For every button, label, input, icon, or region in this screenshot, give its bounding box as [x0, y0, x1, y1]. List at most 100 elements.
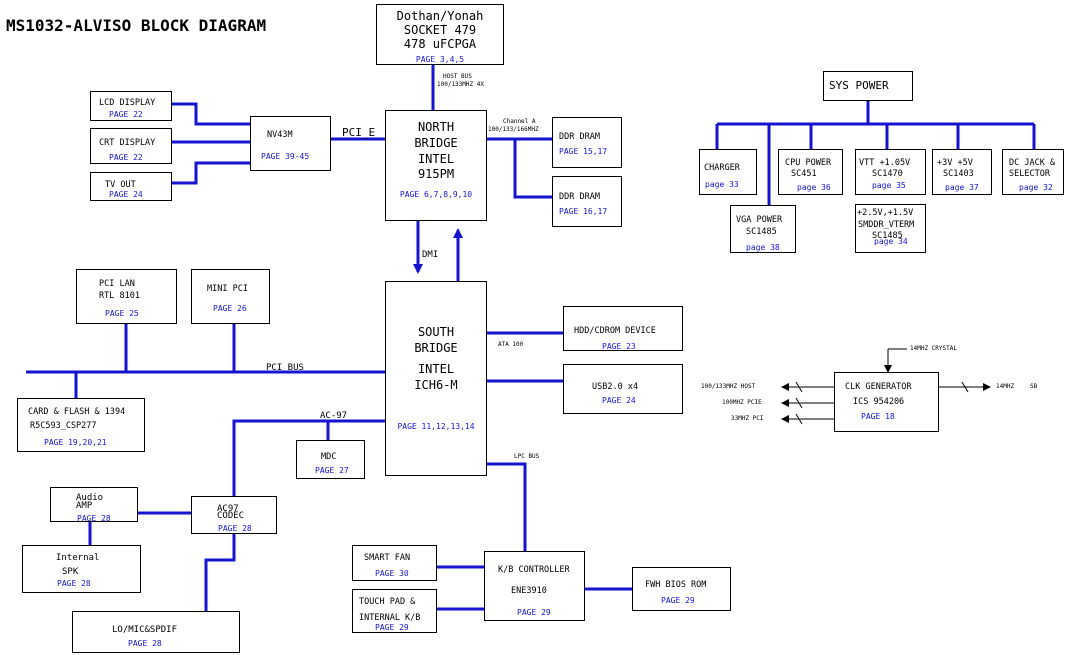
touch-pad-box: TOUCH PAD & INTERNAL K/B PAGE 29 [352, 589, 437, 633]
charger-box: CHARGER page 33 [699, 149, 757, 195]
lcd-wire [172, 102, 250, 126]
sys-power-label: SYS POWER [829, 79, 889, 92]
usb-page: PAGE 24 [602, 396, 636, 405]
mdc-label: MDC [321, 452, 337, 462]
ddr1-page: PAGE 15,17 [559, 147, 608, 156]
vga-power-line1: VGA POWER [736, 215, 783, 225]
v25-line1: +2.5V,+1.5V [857, 208, 914, 218]
card-flash-page: PAGE 19,20,21 [44, 438, 107, 447]
codec-line1: AC97 [217, 504, 239, 514]
clk-pci-label: 33MHZ PCI [731, 415, 764, 422]
diagram-title: MS1032-ALVISO BLOCK DIAGRAM [6, 16, 267, 35]
card-flash-line2: R5C593_CSP277 [30, 421, 97, 431]
smart-fan-page: PAGE 30 [375, 569, 409, 578]
clk-line1: CLK GENERATOR [845, 382, 912, 392]
spk-page: PAGE 28 [57, 579, 91, 588]
v3v5-box: +3V +5V SC1403 page 37 [932, 149, 992, 195]
vtt-page: page 35 [872, 181, 906, 190]
card-flash-line1: CARD & FLASH & 1394 [28, 407, 126, 417]
v25-page: page 34 [874, 237, 908, 246]
clk-sb-label: SB [1030, 383, 1038, 390]
codec-line2: CODEC [217, 511, 245, 521]
pci-e-label: PCI_E [342, 126, 376, 139]
card-flash-box: CARD & FLASH & 1394 R5C593_CSP277 PAGE 1… [17, 398, 145, 452]
pci-lan-box: PCI LAN RTL 8101 PAGE 25 [76, 269, 177, 324]
vga-power-box: VGA POWER SC1485 page 38 [730, 205, 796, 253]
dcjack-line1: DC JACK & [1009, 158, 1056, 168]
v25-line3: SC1485 [872, 231, 903, 241]
nv43m-page: PAGE 39-45 [261, 152, 310, 161]
host-bus-label: HOST BUS [443, 73, 472, 80]
cpu-page: PAGE 3,4,5 [415, 55, 465, 64]
ac97-bus-wire [232, 419, 385, 496]
clk-crystal-label: 14MHZ CRYSTAL [910, 345, 957, 352]
ddr2-wire [513, 139, 552, 199]
sb-line3: INTEL [417, 362, 455, 376]
kbc-line1: K/B CONTROLLER [498, 565, 570, 575]
tvout-wire [172, 161, 250, 185]
nb-line2: BRIDGE [414, 136, 458, 150]
sb-page: PAGE 11,12,13,14 [397, 422, 475, 431]
nv43m-label: NV43M [267, 130, 293, 140]
hdd-label: HDD/CDROM DEVICE [574, 326, 656, 336]
lomic-label: LO/MIC&SPDIF [112, 625, 178, 635]
lpc-bus-label: LPC BUS [514, 453, 540, 460]
touchpad-line2: INTERNAL K/B [359, 613, 421, 623]
tvout-page: PAGE 24 [109, 190, 143, 199]
clk-slash [795, 413, 803, 425]
hdd-cdrom-box: HDD/CDROM DEVICE PAGE 23 [563, 306, 683, 351]
internal-spk-box: Internal SPK PAGE 28 [22, 545, 141, 593]
nb-page: PAGE 6,7,8,9,10 [399, 190, 473, 199]
clk-slash [961, 381, 969, 393]
mdc-box: MDC PAGE 27 [296, 440, 365, 479]
lcd-page: PAGE 22 [109, 110, 143, 119]
vga-power-page: page 38 [746, 243, 780, 252]
cpu-power-line2: SC451 [791, 169, 817, 179]
lpc-bus-wire [487, 462, 527, 551]
clk-generator-box: CLK GENERATOR ICS 954206 PAGE 18 [834, 372, 939, 432]
lomic-wire [204, 534, 236, 611]
kb-controller-box: K/B CONTROLLER ENE3910 PAGE 29 [484, 551, 585, 621]
sys-power-box: SYS POWER [823, 71, 913, 101]
lomic-page: PAGE 28 [128, 639, 162, 648]
cpu-line1: Dothan/Yonah [396, 9, 484, 23]
amp-line2: AMP [76, 501, 93, 511]
crt-page: PAGE 22 [109, 153, 143, 162]
dcjack-page: page 32 [1019, 183, 1053, 192]
lcd-label: LCD DISPLAY [99, 98, 156, 108]
clk-slash [795, 397, 803, 409]
charger-page: page 33 [705, 180, 739, 189]
ddr2-page: PAGE 16,17 [559, 207, 608, 216]
v25-box: +2.5V,+1.5V SMDDR_VTERM SC1485 page 34 [855, 204, 926, 253]
vga-power-line2: SC1485 [746, 227, 777, 237]
tv-out-box: TV OUT PAGE 24 [90, 172, 172, 201]
nb-line3: INTEL [417, 152, 455, 166]
v3v5-line1: +3V +5V [937, 158, 973, 168]
cpu-box: Dothan/Yonah SOCKET 479 478 uFCPGA PAGE … [376, 4, 504, 65]
ddr2-label: DDR DRAM [559, 192, 600, 202]
kbc-line2: ENE3910 [511, 586, 547, 596]
dmi-label: DMI [422, 250, 439, 260]
ddr-dram-1-box: DDR DRAM PAGE 15,17 [552, 117, 622, 168]
amp-page: PAGE 28 [77, 514, 111, 523]
audio-amp-box: Audio AMP PAGE 28 [50, 487, 138, 523]
fwh-bios-box: FWH BIOS ROM PAGE 29 [632, 567, 731, 611]
usb-box: USB2.0 x4 PAGE 24 [563, 364, 683, 414]
dc-jack-box: DC JACK & SELECTOR page 32 [1002, 149, 1064, 195]
smart-fan-label: SMART FAN [364, 553, 411, 563]
v3v5-page: page 37 [945, 183, 979, 192]
touchpad-page: PAGE 29 [375, 623, 409, 632]
lcd-display-box: LCD DISPLAY PAGE 22 [90, 91, 172, 121]
hdd-page: PAGE 23 [602, 342, 636, 351]
v3v5-line2: SC1403 [943, 169, 974, 179]
mdc-page: PAGE 27 [315, 466, 349, 475]
vtt-line2: SC1470 [872, 169, 903, 179]
kbc-page: PAGE 29 [517, 608, 551, 617]
channel-a-label: Channel A [503, 118, 536, 125]
ddr-dram-2-box: DDR DRAM PAGE 16,17 [552, 176, 622, 227]
vtt-box: VTT +1.05V SC1470 page 35 [855, 149, 926, 195]
usb-label: USB2.0 x4 [592, 382, 639, 392]
spk-line1: Internal [56, 553, 100, 563]
pci-lan-line1: PCI LAN [99, 279, 135, 289]
